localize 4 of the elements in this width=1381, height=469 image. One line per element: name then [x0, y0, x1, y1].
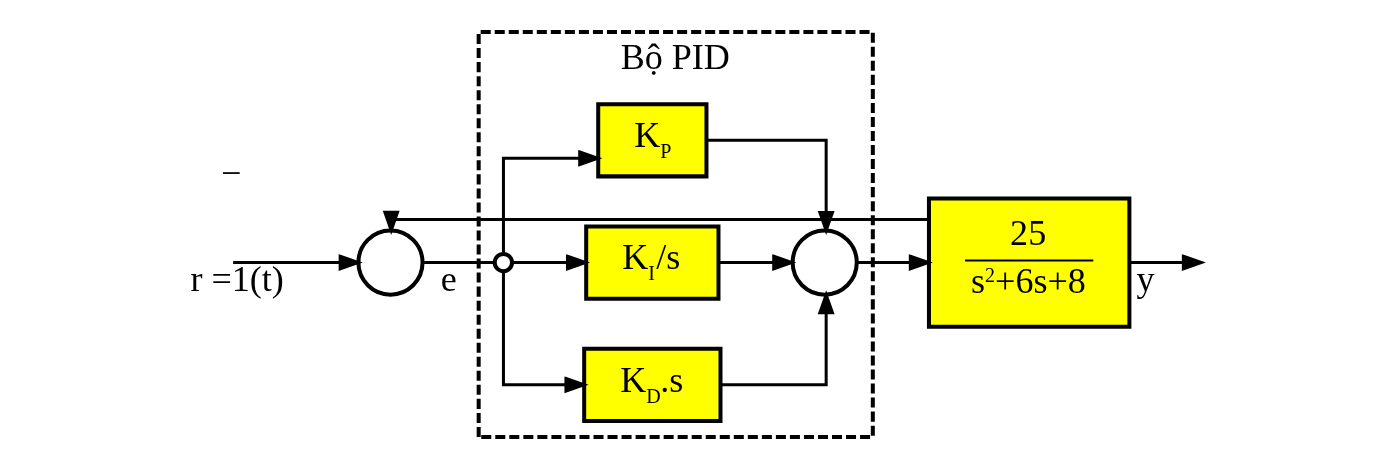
- edge-label: y: [1136, 259, 1155, 300]
- label: −: [221, 153, 242, 194]
- edge-label: e: [440, 259, 457, 300]
- edge-label: r =1(t): [190, 259, 284, 300]
